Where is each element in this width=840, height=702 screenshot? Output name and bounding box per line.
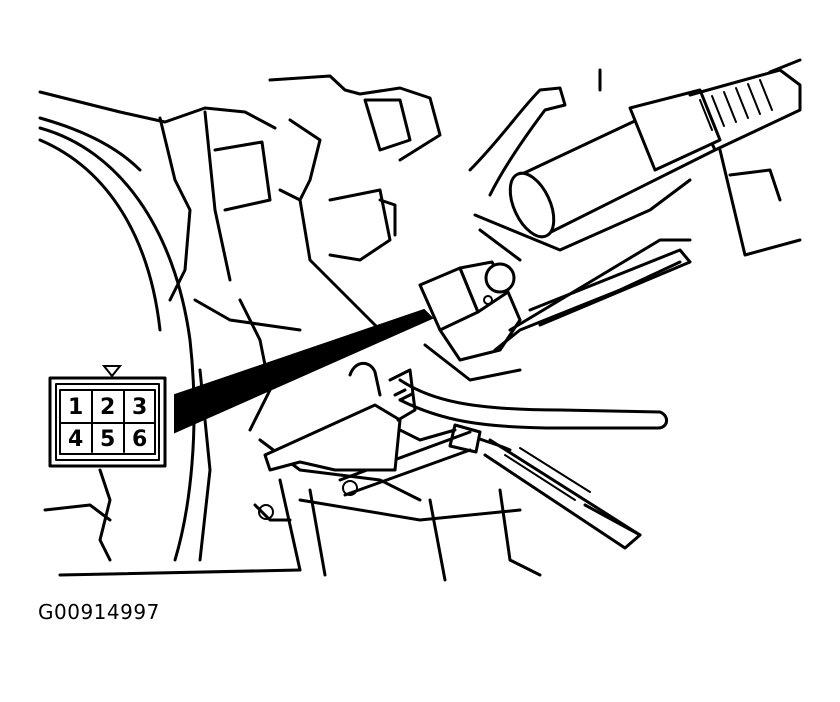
pin-label-2: 2: [100, 395, 115, 420]
pin-label-1: 1: [68, 395, 83, 420]
pin-label-5: 5: [100, 427, 115, 452]
connector-pinout: 1 2 3 4 5 6: [48, 365, 167, 468]
dashboard-panel: [38, 90, 302, 577]
hose: [468, 86, 692, 262]
switch-connector: [418, 238, 692, 382]
pin-label-6: 6: [132, 427, 147, 452]
pin-label-3: 3: [132, 395, 147, 420]
lower-bracket: [263, 361, 417, 472]
pointer-wedge: [174, 308, 434, 434]
pin-orientation-mark: [101, 365, 123, 378]
wire-harness: [338, 378, 668, 550]
steering-shaft: [508, 58, 802, 257]
column-housing: [238, 74, 542, 582]
figure-code: G00914997: [38, 600, 160, 624]
steering-column-wiring-illustration: 1 2 3 4 5 6: [38, 58, 802, 582]
pin-label-4: 4: [68, 427, 83, 452]
